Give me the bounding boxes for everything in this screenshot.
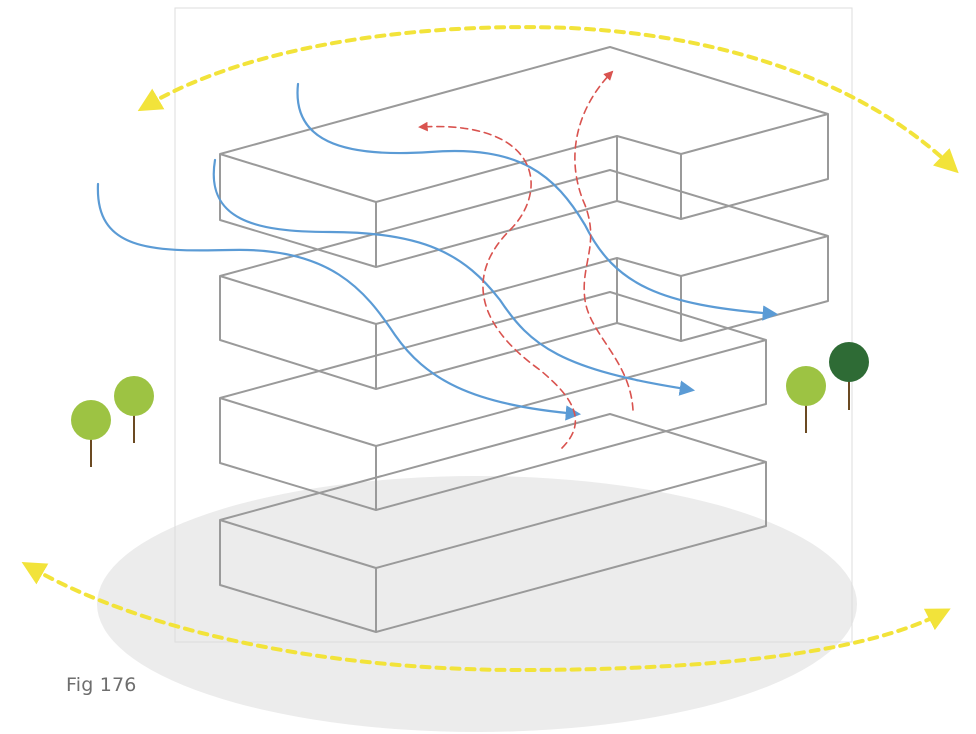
- wind-flow-3: [96, 182, 582, 421]
- tree-icon: [786, 366, 826, 433]
- stack-flow-left: [418, 121, 577, 449]
- stack-flow-group: [418, 70, 634, 449]
- stack-flow-right: [574, 70, 634, 411]
- wind-flow-2: [212, 158, 696, 396]
- floor-slab-2: [219, 291, 767, 511]
- circulation-top: [137, 25, 959, 174]
- tree-icon: [114, 376, 154, 443]
- circulation-bottom: [21, 562, 951, 673]
- figure-label: Fig 176: [66, 674, 137, 696]
- site-circulation-group: [21, 25, 959, 673]
- floor-slab-4: [219, 46, 829, 268]
- frame-outline: [174, 7, 853, 643]
- tree-icon: [71, 400, 111, 467]
- tree-icon: [829, 342, 869, 410]
